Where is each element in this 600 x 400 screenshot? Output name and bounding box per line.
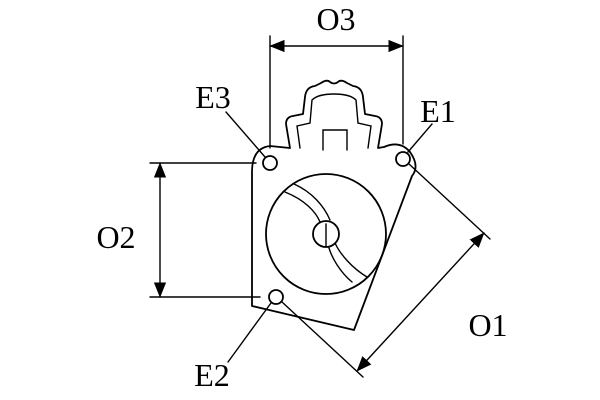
e3-leader-line bbox=[225, 111, 266, 158]
dim-label-e2: E2 bbox=[194, 357, 230, 393]
dim-label-o1: O1 bbox=[468, 307, 507, 343]
o1-dimension-line bbox=[356, 232, 485, 372]
face-curve-upper-2 bbox=[293, 183, 331, 221]
mount-hole-e3 bbox=[262, 155, 278, 171]
face-curve-upper-1 bbox=[284, 191, 321, 223]
face-curve-lower-1 bbox=[334, 242, 368, 278]
o1-extension-from-e1 bbox=[408, 163, 491, 240]
shaft-circle bbox=[312, 220, 340, 248]
e1-leader-line bbox=[407, 123, 433, 153]
o1-extension-from-e2 bbox=[281, 301, 364, 378]
dim-label-o2: O2 bbox=[96, 219, 135, 255]
e2-leader-line bbox=[227, 302, 272, 363]
mount-hole-e1 bbox=[395, 151, 411, 167]
dim-label-e1: E1 bbox=[420, 93, 456, 129]
mount-hole-e2 bbox=[268, 289, 284, 305]
dim-label-e3: E3 bbox=[195, 79, 231, 115]
dim-label-o3: O3 bbox=[316, 1, 355, 37]
bracket-inner-line bbox=[296, 93, 372, 149]
flange-outline bbox=[251, 79, 417, 331]
face-curve-lower-2 bbox=[328, 247, 353, 283]
bracket-notch bbox=[322, 129, 348, 151]
